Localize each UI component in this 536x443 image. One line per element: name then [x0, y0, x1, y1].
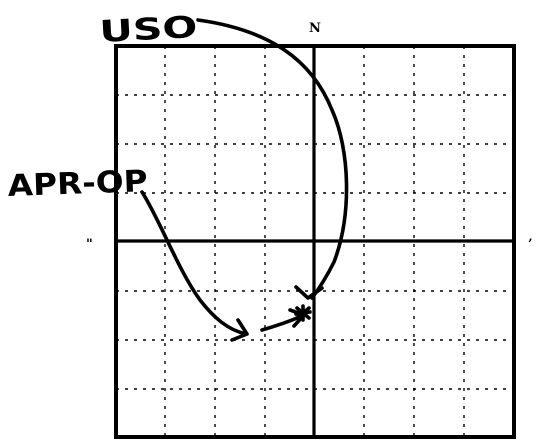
apr-op-annotation: APR-OP — [7, 164, 148, 204]
apr-op-arrow — [140, 190, 249, 342]
east-label: ’ — [528, 237, 533, 252]
star-marker — [260, 304, 312, 332]
north-label: N — [309, 21, 321, 36]
uso-arrow — [196, 18, 349, 300]
uso-annotation: USO — [99, 10, 199, 50]
west-label: " — [86, 237, 93, 252]
